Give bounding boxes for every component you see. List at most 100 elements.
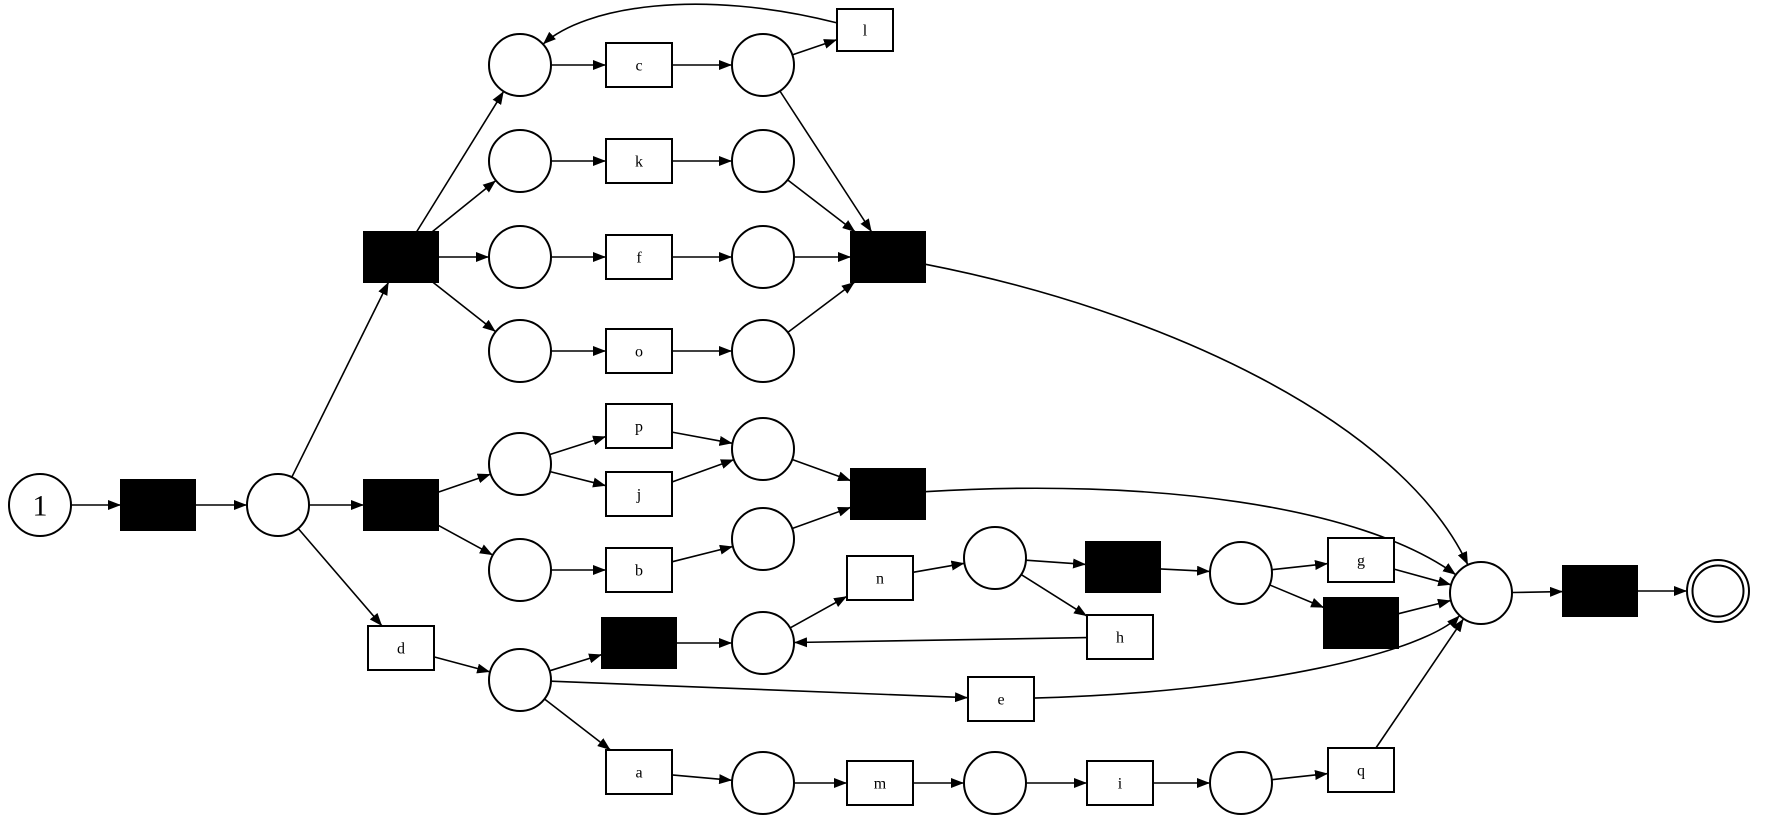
transition-f: f [605, 234, 673, 280]
place-label: 1 [33, 490, 48, 523]
place-p1 [246, 473, 310, 537]
arc-t_split_top-to-c_in [415, 90, 505, 233]
arc-t_split_mid-to-b_in [437, 524, 494, 556]
transition-label: e [997, 692, 1004, 709]
arc-tau_out-to-n [789, 595, 848, 629]
arc-c_out-to-l [792, 38, 838, 56]
arc-tau2_out-to-t_black_g [1269, 584, 1325, 609]
transition-m: m [846, 760, 914, 806]
silent-transition-t_tau_bot [601, 617, 677, 669]
arc-d_out-to-a [544, 698, 611, 751]
silent-transition-t_split_top [363, 231, 439, 283]
arc-tau2_out-to-g [1271, 560, 1329, 571]
arc-q-to-pre_end [1375, 618, 1465, 749]
arcs-layer [71, 3, 1687, 788]
place-k_out [731, 129, 795, 193]
transition-label: n [876, 571, 884, 588]
arc-pj_in-to-p [549, 435, 607, 456]
place-pj_out [731, 417, 795, 481]
arc-pre_end-to-t_final [1511, 586, 1564, 597]
arc-p-to-pj_out [671, 431, 733, 446]
silent-transition-t_start [120, 479, 196, 531]
place-f_in [488, 225, 552, 289]
transition-label: b [635, 563, 643, 580]
transition-h: h [1086, 614, 1154, 660]
nodes-layer: 1 d c k f o l p j b n h g e a m i q [8, 8, 1750, 815]
arc-c_out-to-t_join_top [779, 90, 873, 233]
transition-j: j [605, 471, 673, 517]
transition-g: g [1327, 537, 1395, 583]
transition-b: b [605, 547, 673, 593]
place-b_out [731, 507, 795, 571]
place-m_out [963, 751, 1027, 815]
arc-b_out-to-t_join_mid [791, 506, 852, 530]
silent-transition-t_split_mid [363, 479, 439, 531]
transition-label: c [635, 58, 642, 75]
place-c_in [488, 33, 552, 97]
transition-label: h [1116, 630, 1124, 647]
arc-t_join_top-to-pre_end [924, 263, 1469, 566]
transition-label: m [874, 776, 887, 793]
place-pj_in [488, 432, 552, 496]
transition-label: q [1357, 763, 1365, 780]
transition-d: d [367, 625, 435, 671]
place-b_in [488, 538, 552, 602]
place-c_out [731, 33, 795, 97]
transition-n: n [846, 555, 914, 601]
arc-n_out-to-h [1020, 573, 1088, 617]
place-n_out [963, 526, 1027, 590]
transition-label: i [1118, 776, 1123, 793]
place-tau2_out [1209, 541, 1273, 605]
transition-q: q [1327, 747, 1395, 793]
arc-j-to-pj_out [671, 458, 735, 483]
silent-transition-t_tau2 [1085, 541, 1161, 593]
arc-a-to-a_out [671, 774, 733, 785]
arc-g-to-pre_end [1393, 568, 1452, 587]
arc-t_split_top-to-o_in [432, 281, 497, 333]
transition-p: p [605, 403, 673, 449]
arc-n-to-n_out [912, 560, 965, 574]
arc-k_out-to-t_join_top [787, 179, 856, 233]
silent-transition-t_black_g [1323, 597, 1399, 649]
arc-p1-to-t_split_top [291, 281, 390, 478]
arc-t_split_top-to-k_in [431, 179, 497, 233]
silent-transition-t_join_mid [850, 468, 926, 520]
place-o_out [731, 319, 795, 383]
transition-label: d [397, 641, 405, 658]
arc-o_out-to-t_join_top [787, 281, 856, 334]
arc-n_out-to-t_tau2 [1025, 558, 1087, 569]
place-a_out [731, 751, 795, 815]
place-i_out [1209, 751, 1273, 815]
transition-l: l [836, 8, 894, 52]
arc-t_split_mid-to-pj_in [437, 473, 491, 494]
arc-d_out-to-e [550, 680, 969, 703]
transition-label: p [635, 419, 643, 436]
transition-k: k [605, 138, 673, 184]
transition-label: g [1357, 553, 1365, 570]
place-start: 1 [8, 473, 72, 537]
transition-label: l [863, 23, 868, 40]
arc-h-to-tau_out [793, 636, 1088, 648]
transition-o: o [605, 328, 673, 374]
silent-transition-t_final [1562, 565, 1638, 617]
place-o_in [488, 319, 552, 383]
arc-t_black_g-to-pre_end [1397, 598, 1452, 615]
transition-label: f [636, 250, 642, 267]
place-k_in [488, 129, 552, 193]
place-d_out [488, 648, 552, 712]
transition-label: o [635, 344, 643, 361]
transition-c: c [605, 42, 673, 88]
transition-label: a [635, 765, 642, 782]
transition-label: k [635, 154, 643, 171]
arc-p1-to-d [297, 527, 383, 627]
arc-l-to-c_in [542, 3, 838, 45]
arc-t_join_mid-to-pre_end [924, 487, 1457, 576]
transition-a: a [605, 749, 673, 795]
transition-i: i [1086, 760, 1154, 806]
arc-e-to-pre_end [1033, 614, 1461, 699]
arc-pj_in-to-j [549, 470, 607, 488]
arc-t_tau2-to-tau2_out [1159, 565, 1211, 576]
arc-i_out-to-q [1271, 770, 1329, 781]
